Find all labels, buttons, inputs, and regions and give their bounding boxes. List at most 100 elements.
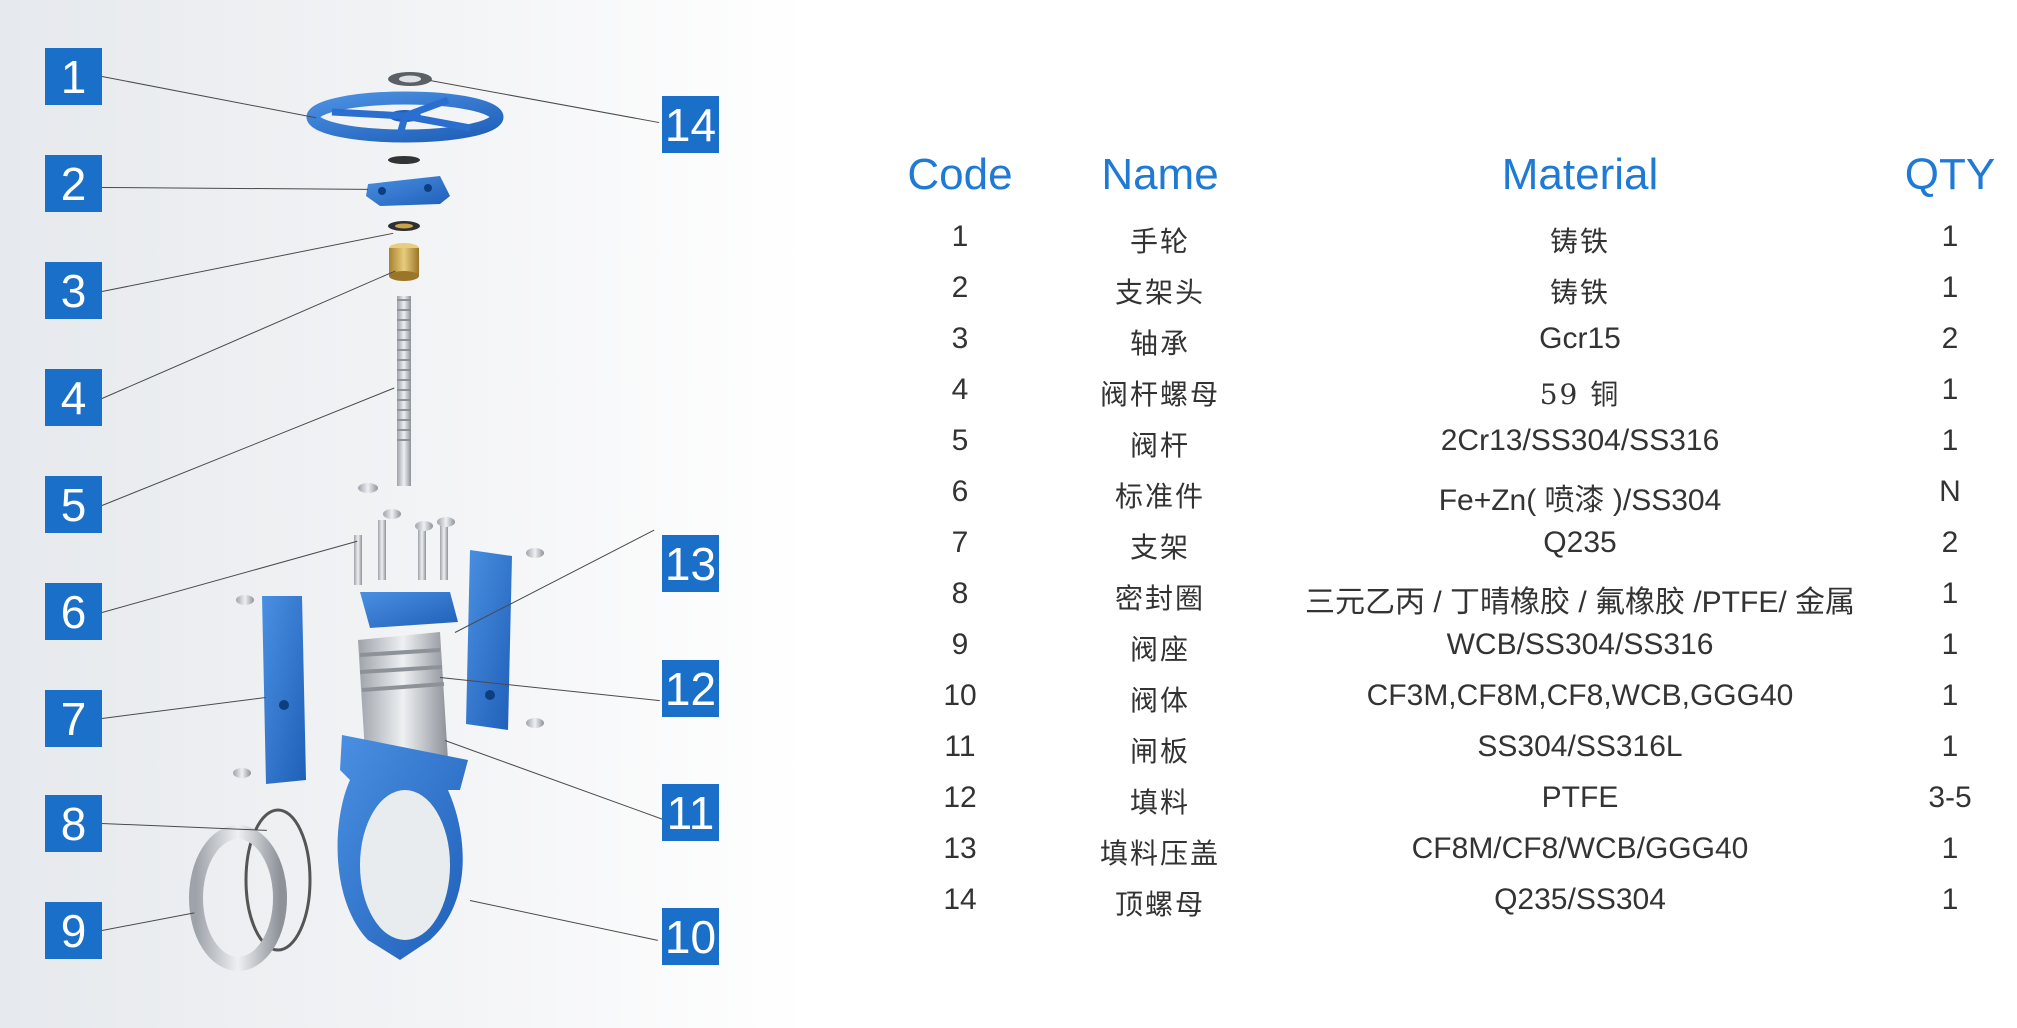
cell-material: WCB/SS304/SS316	[1446, 628, 1714, 661]
bearing-part	[388, 221, 420, 231]
cell-code: 2	[951, 271, 969, 304]
table-row: 6 标准件 Fe+Zn( 喷漆 )/SS304 N	[880, 475, 2000, 525]
table-row: 14 顶螺母 Q235/SS304 1	[880, 883, 2000, 933]
cell-code: 9	[951, 628, 969, 661]
cell-qty: 1	[1941, 730, 1959, 763]
cell-code: 1	[951, 220, 969, 253]
cell-qty: 1	[1941, 220, 1959, 253]
callout-3: 3	[45, 262, 102, 319]
callout-12: 12	[662, 660, 719, 717]
cell-code: 8	[951, 577, 969, 610]
left-bracket-part	[262, 596, 306, 784]
cell-code: 12	[943, 781, 977, 814]
cell-code: 5	[951, 424, 969, 457]
gland-part	[360, 592, 458, 628]
handwheel-part	[306, 91, 504, 143]
cell-qty: N	[1939, 475, 1961, 508]
cell-qty: 2	[1941, 526, 1959, 559]
header-material: Material	[1501, 150, 1659, 199]
seat-ring-part	[189, 825, 287, 971]
cell-name: 阀杆螺母	[1099, 378, 1221, 411]
cell-qty: 1	[1941, 679, 1959, 712]
cell-name: 阀座	[1129, 633, 1191, 666]
cell-code: 11	[944, 730, 976, 763]
cell-qty: 1	[1941, 424, 1959, 457]
cell-qty: 2	[1941, 322, 1959, 355]
cell-material: 铸铁	[1549, 276, 1611, 309]
callout-8: 8	[45, 795, 102, 852]
callout-13: 13	[662, 535, 719, 592]
cell-material: CF3M,CF8M,CF8,WCB,GGG40	[1366, 679, 1794, 712]
header-code: Code	[907, 150, 1013, 199]
bolts-part	[233, 483, 544, 778]
cell-qty: 3-5	[1928, 781, 1972, 814]
yoke-head-part	[366, 156, 450, 206]
callout-14: 14	[662, 96, 719, 153]
gate-plate-part	[358, 632, 448, 768]
callout-1: 1	[45, 48, 102, 105]
callout-2: 2	[45, 155, 102, 212]
callout-10: 10	[662, 908, 719, 965]
top-nut-part	[388, 72, 432, 86]
header-name: Name	[1101, 150, 1219, 199]
cell-qty: 1	[1941, 577, 1959, 610]
cell-name: 阀体	[1129, 684, 1191, 717]
cell-name: 轴承	[1129, 327, 1191, 360]
cell-name: 密封圈	[1114, 582, 1206, 615]
cell-qty: 1	[1941, 271, 1959, 304]
cell-material: PTFE	[1541, 781, 1619, 814]
valve-body-part	[337, 735, 468, 960]
exploded-valve-illustration	[189, 72, 544, 971]
callout-11: 11	[662, 784, 719, 841]
cell-qty: 1	[1941, 628, 1959, 661]
cell-qty: 1	[1941, 832, 1959, 865]
header-qty: QTY	[1904, 150, 1996, 199]
cell-material: 2Cr13/SS304/SS316	[1440, 424, 1720, 457]
cell-material: 59 铜	[1539, 378, 1621, 411]
callout-7: 7	[45, 690, 102, 747]
stem-nut-part	[389, 243, 419, 281]
cell-name: 填料	[1129, 786, 1191, 819]
cell-material: 铸铁	[1549, 225, 1611, 258]
right-bracket-part	[466, 550, 512, 730]
table-row: 3 轴承 Gcr15 2	[880, 322, 2000, 372]
table-row: 7 支架 Q235 2	[880, 526, 2000, 576]
table-row: 1 手轮 铸铁 1	[880, 220, 2000, 270]
cell-material: Q235	[1543, 526, 1617, 559]
cell-name: 标准件	[1114, 480, 1206, 513]
callout-4: 4	[45, 369, 102, 426]
cell-qty: 1	[1941, 883, 1959, 916]
cell-code: 4	[951, 373, 969, 406]
callout-5: 5	[45, 476, 102, 533]
cell-code: 6	[951, 475, 969, 508]
table-row: 8 密封圈 三元乙丙 / 丁晴橡胶 / 氟橡胶 /PTFE/ 金属 1	[880, 577, 2000, 627]
cell-material: Fe+Zn( 喷漆 )/SS304	[1438, 484, 1722, 517]
cell-code: 14	[943, 883, 977, 916]
table-row: 2 支架头 铸铁 1	[880, 271, 2000, 321]
table-row: 4 阀杆螺母 59 铜 1	[880, 373, 2000, 423]
table-row: 12 填料 PTFE 3-5	[880, 781, 2000, 831]
cell-name: 支架头	[1114, 276, 1206, 309]
cell-name: 阀杆	[1129, 429, 1191, 462]
cell-qty: 1	[1941, 373, 1959, 406]
cell-name: 顶螺母	[1114, 888, 1206, 921]
cell-material: 三元乙丙 / 丁晴橡胶 / 氟橡胶 /PTFE/ 金属	[1304, 586, 1856, 619]
cell-material: Q235/SS304	[1494, 883, 1666, 916]
cell-material: Gcr15	[1539, 322, 1621, 355]
stem-part	[397, 296, 411, 486]
cell-code: 10	[943, 679, 977, 712]
cell-name: 闸板	[1129, 735, 1191, 768]
table-row: 9 阀座 WCB/SS304/SS316 1	[880, 628, 2000, 678]
cell-material: CF8M/CF8/WCB/GGG40	[1411, 832, 1749, 865]
cell-name: 填料压盖	[1099, 837, 1221, 870]
cell-name: 支架	[1129, 531, 1191, 564]
table-row: 10 阀体 CF3M,CF8M,CF8,WCB,GGG40 1	[880, 679, 2000, 729]
callout-6: 6	[45, 583, 102, 640]
cell-code: 7	[951, 526, 969, 559]
table-row: 5 阀杆 2Cr13/SS304/SS316 1	[880, 424, 2000, 474]
cell-name: 手轮	[1129, 225, 1191, 258]
seal-ring-part	[244, 808, 312, 952]
cell-code: 3	[951, 322, 969, 355]
